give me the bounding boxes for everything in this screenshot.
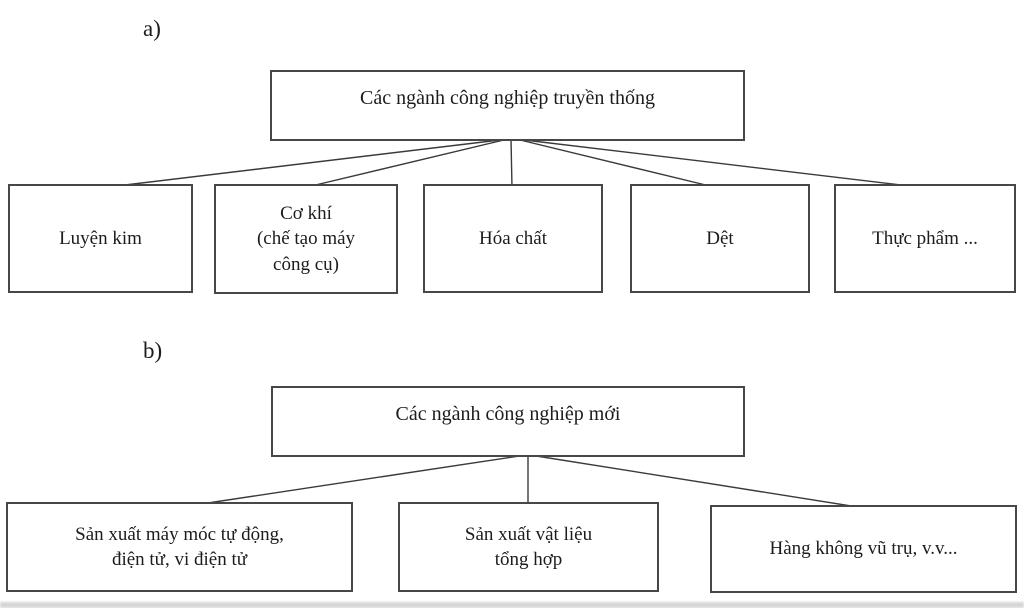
connector-line [99, 138, 509, 189]
connector-line [510, 138, 513, 189]
section-b-label: b) [143, 338, 163, 363]
root-box-new-industries: Các ngành công nghiệp mới [271, 386, 745, 457]
child-box-thuc-pham: Thực phẩm ... [834, 184, 1016, 293]
child-box-luyen-kim: Luyện kim [8, 184, 193, 293]
connector-line [302, 138, 509, 189]
root-box-traditional-industries: Các ngành công nghiệp truyền thống [270, 70, 745, 141]
child-box-san-xuat-may-moc-tu-dong: Sản xuất máy móc tự động, điện tử, vi đi… [6, 502, 353, 592]
section-a-label: a) [143, 16, 161, 41]
connector-line [515, 138, 719, 189]
child-box-san-xuat-vat-lieu: Sản xuất vật liệu tổng hợp [398, 502, 659, 592]
connector-line [515, 138, 927, 189]
child-box-hoa-chat: Hóa chất [423, 184, 603, 293]
child-box-det: Dệt [630, 184, 810, 293]
child-box-co-khi: Cơ khí (chế tạo máy công cụ) [214, 184, 398, 294]
child-box-hang-khong-vu-tru: Hàng không vũ trụ, v.v... [710, 505, 1017, 593]
connector-line [529, 454, 871, 510]
connector-line [187, 454, 527, 507]
scan-artifact-band [0, 602, 1024, 608]
